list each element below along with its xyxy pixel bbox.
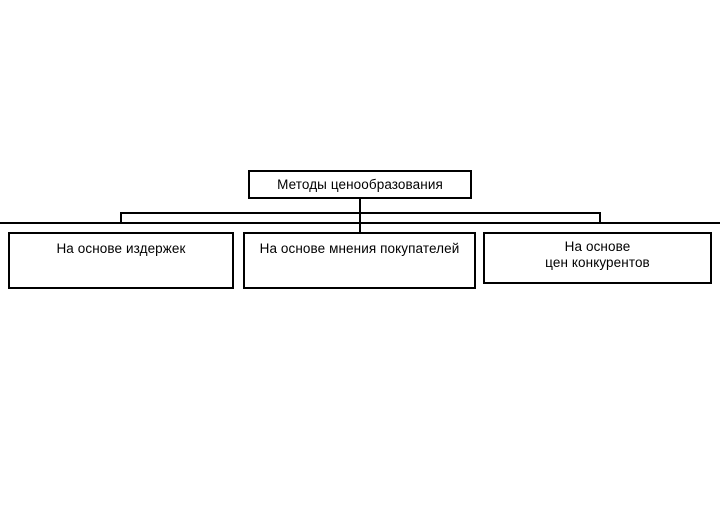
node-cost-based-label: На основе издержек — [56, 241, 186, 256]
node-root-methods[interactable]: Методы ценообразования — [248, 170, 472, 199]
connector-horizontal-bus-upper — [120, 212, 601, 214]
node-root-label: Методы ценообразования — [277, 177, 443, 192]
node-competitor-price-based-label-line1: На основе — [564, 239, 631, 254]
connector-root-stem — [359, 199, 361, 232]
node-buyer-opinion-based[interactable]: На основе мнения покупателей — [243, 232, 476, 289]
node-cost-based[interactable]: На основе издержек — [8, 232, 234, 289]
connector-drop-left — [120, 212, 122, 224]
connector-horizontal-bus-lower — [0, 222, 720, 224]
node-competitor-price-based-label-line2: цен конкурентов — [545, 255, 650, 270]
node-buyer-opinion-based-label: На основе мнения покупателей — [259, 241, 460, 256]
connector-drop-right — [599, 212, 601, 224]
node-competitor-price-based[interactable]: На основе цен конкурентов — [483, 232, 712, 284]
